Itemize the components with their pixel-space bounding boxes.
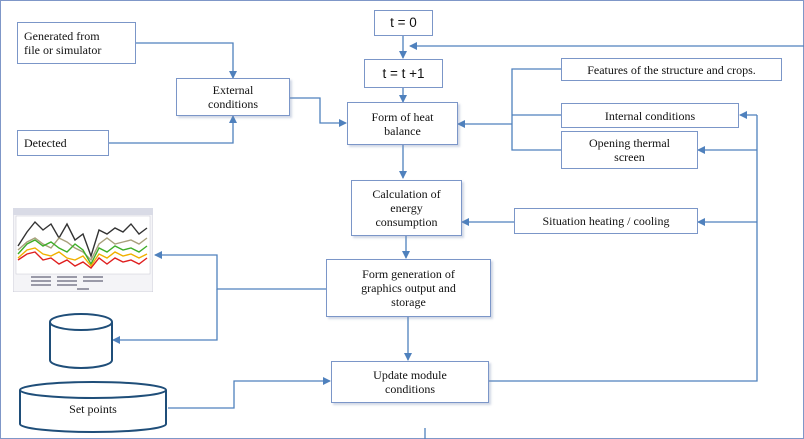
edge-external-to-heat: [290, 97, 347, 127]
edge-setpoints-to-update: [168, 377, 331, 409]
edge-update-feedback: [489, 115, 758, 382]
node-features: Features of the structure and crops.: [561, 58, 782, 81]
edge-graphics-to-chart: [154, 251, 326, 290]
node-set-points: Set points: [69, 402, 117, 416]
node-energy-consumption: Calculation of energy consumption: [351, 180, 462, 236]
node-heat-balance: Form of heat balance: [347, 102, 458, 145]
edge-generated-to-external: [136, 42, 237, 79]
node-update-module: Update module conditions: [331, 361, 489, 403]
node-t-zero: t = 0: [374, 10, 433, 36]
database-cylinder-icon: [49, 313, 113, 369]
line-chart-thumbnail-icon: [13, 208, 153, 292]
node-external-conditions: External conditions: [176, 78, 290, 116]
node-t-step: t = t +1: [364, 59, 443, 88]
node-detected: Detected: [17, 130, 109, 156]
edge-graphics-to-db: [112, 289, 218, 344]
node-internal-conditions: Internal conditions: [561, 103, 739, 128]
edge-detected-to-external: [109, 115, 237, 144]
node-generated: Generated from file or simulator: [17, 22, 136, 64]
setpoints-cylinder-icon: [19, 381, 167, 433]
node-situation-heating-cooling: Situation heating / cooling: [514, 208, 698, 234]
node-graphics-output: Form generation of graphics output and s…: [326, 259, 491, 317]
node-opening-thermal-screen: Opening thermal screen: [561, 131, 698, 169]
edge-features-bracket: [511, 68, 561, 151]
